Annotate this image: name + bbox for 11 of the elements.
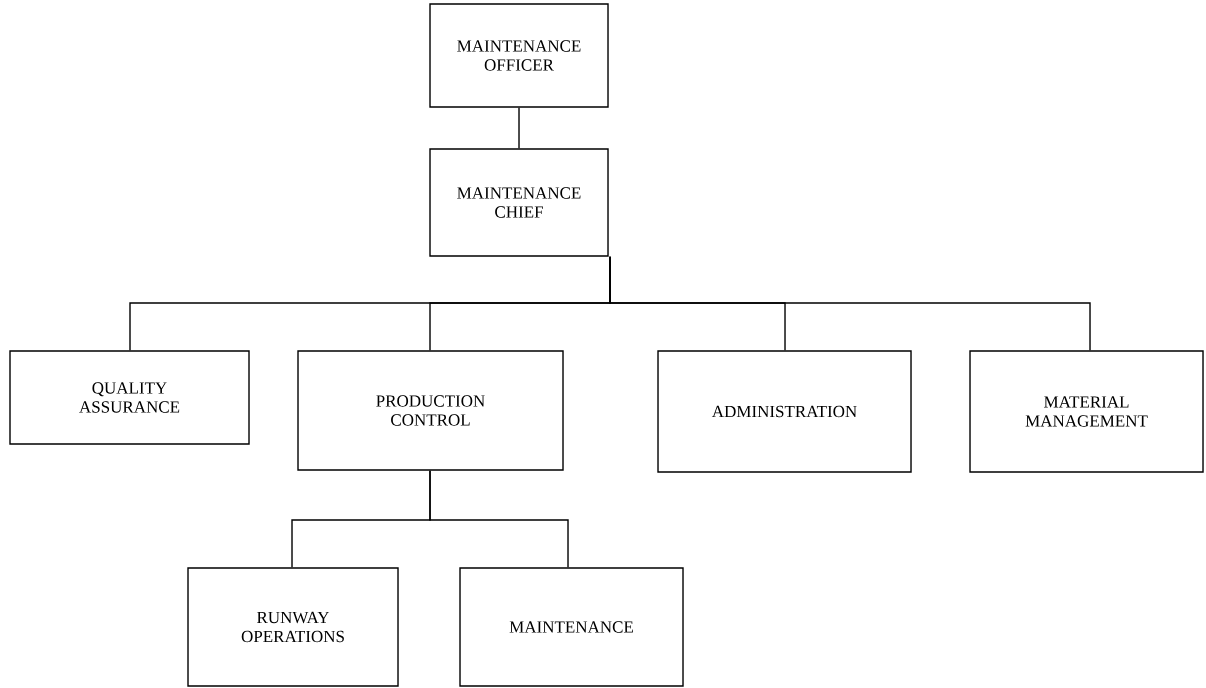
org-box: PRODUCTION CONTROL [297,350,564,471]
org-box: MATERIAL MANAGEMENT [969,350,1204,473]
org-box: QUALITY ASSURANCE [9,350,250,445]
org-box: ADMINISTRATION [657,350,912,473]
org-box: MAINTENANCE OFFICER [429,3,609,108]
org-box: RUNWAY OPERATIONS [187,567,399,687]
connector-line [518,107,520,149]
connector-line [609,256,1091,351]
org-box: MAINTENANCE CHIEF [429,148,609,257]
connector-line [429,470,569,568]
org-box: MAINTENANCE [459,567,684,687]
